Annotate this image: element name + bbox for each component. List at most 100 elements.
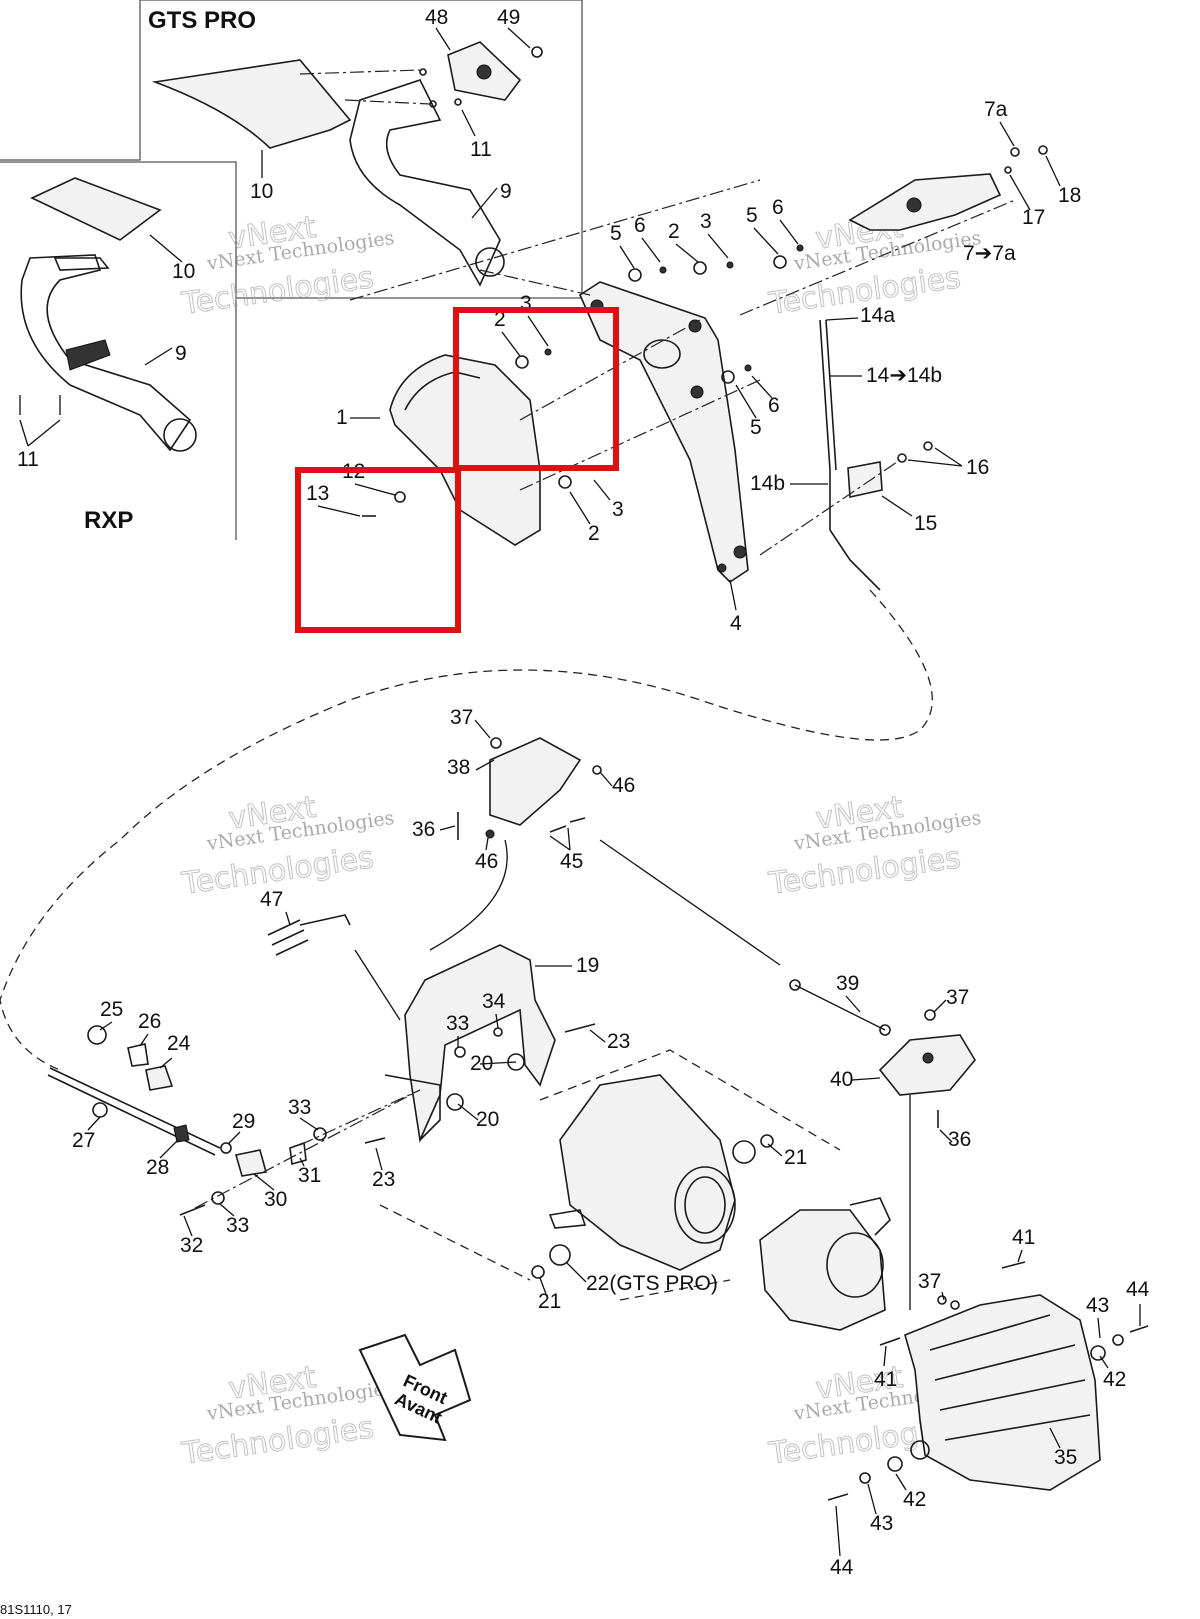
callout-14b: 14b <box>750 472 785 495</box>
callout-44: 44 <box>830 1556 854 1579</box>
part-28-cable <box>47 1067 221 1156</box>
part-9-gts-arm <box>349 79 501 287</box>
callout-2: 2 <box>668 220 680 243</box>
callout-37: 37 <box>450 706 473 729</box>
part-41-bolt <box>1001 1261 1026 1269</box>
callout-44: 44 <box>1126 1278 1150 1301</box>
part-19-reverse-gate <box>404 944 556 1143</box>
front-arrow-marker: Front Avant <box>358 1333 472 1442</box>
callout-39: 39 <box>836 972 859 995</box>
callout-7-to-7a: 7➔7a <box>963 242 1016 265</box>
callout-5: 5 <box>750 416 762 439</box>
callout-3: 3 <box>520 292 532 315</box>
middle-bracket <box>429 737 781 966</box>
callout-19: 19 <box>576 954 599 977</box>
callout-42: 42 <box>903 1488 926 1511</box>
callout-14a: 14a <box>860 304 895 327</box>
part-39-rod <box>794 984 886 1031</box>
callout-1: 1 <box>336 406 348 429</box>
part-4-support-plate <box>578 281 749 584</box>
part-44-bolt <box>1129 1325 1149 1333</box>
callout-37: 37 <box>918 1270 941 1293</box>
callout-29: 29 <box>232 1110 255 1133</box>
callout-35: 35 <box>1054 1446 1077 1469</box>
watermark: vNext Technologies Technologies vNext <box>179 1359 396 1472</box>
callout-2: 2 <box>588 522 600 545</box>
callout-23: 23 <box>607 1030 630 1053</box>
callout-27: 27 <box>72 1129 95 1152</box>
callout-25: 25 <box>100 998 123 1021</box>
callout-45: 45 <box>560 850 583 873</box>
watermark: vNext Technologies Technologies vNext <box>179 209 396 322</box>
callout-43: 43 <box>1086 1294 1109 1317</box>
callout-42: 42 <box>1103 1368 1126 1391</box>
part-14-cable <box>819 319 881 591</box>
part-31-spacer <box>289 1141 307 1166</box>
callout-16: 16 <box>966 456 989 479</box>
callout-18: 18 <box>1058 184 1081 207</box>
part-23-bolt <box>364 1137 386 1144</box>
callout-9: 9 <box>175 342 187 365</box>
part-32-bolt <box>179 1204 206 1216</box>
callout-10: 10 <box>172 260 195 283</box>
callout-5: 5 <box>610 222 622 245</box>
highlight-box-upper <box>453 307 619 471</box>
part-2-washer <box>558 475 572 489</box>
venturi <box>759 1209 886 1331</box>
part-37-nut <box>490 737 502 749</box>
callout-41: 41 <box>1012 1226 1035 1249</box>
callout-46: 46 <box>475 850 498 873</box>
callout-3: 3 <box>700 210 712 233</box>
part-30-joint <box>234 1149 268 1177</box>
callout-20: 20 <box>476 1108 499 1131</box>
callout-36: 36 <box>412 818 435 841</box>
watermark: vNext Technologies Technologies vNext <box>179 789 396 902</box>
part-1-cover <box>389 354 541 546</box>
callout-11: 11 <box>470 138 492 161</box>
rxp-parts <box>19 177 197 452</box>
part-29-nut <box>220 1142 232 1154</box>
rxp-title: RXP <box>84 507 133 534</box>
callout-33: 33 <box>226 1214 249 1237</box>
callout-2: 2 <box>494 308 506 331</box>
part-9-gts-pivot <box>475 247 505 277</box>
part-18-nut <box>1038 145 1048 155</box>
part-9-rxp-pivot <box>163 418 197 452</box>
part-40-bracket <box>878 1034 976 1096</box>
figure-code: 81S1110, 17 <box>0 1602 72 1617</box>
callout-5: 5 <box>746 204 758 227</box>
callout-17: 17 <box>1022 206 1045 229</box>
callout-34: 34 <box>482 990 506 1013</box>
callout-3: 3 <box>612 498 624 521</box>
part-49-screw <box>531 46 543 58</box>
part-24-bushing <box>145 1065 174 1091</box>
rxp-inset: RXP <box>0 161 237 540</box>
callout-40: 40 <box>830 1068 853 1091</box>
gts-pro-title: GTS PRO <box>148 7 256 34</box>
callout-4: 4 <box>730 612 742 635</box>
callout-10: 10 <box>250 180 273 203</box>
callout-49: 49 <box>497 6 520 29</box>
callout-33: 33 <box>288 1096 311 1119</box>
watermark: vNext Technologies Technologies vNext <box>766 789 983 902</box>
part-9-rxp-arm <box>20 254 192 452</box>
part-7-lever <box>848 173 1002 231</box>
part-44-bolt <box>827 1493 849 1501</box>
part-17-washer <box>1004 166 1012 174</box>
callout-23: 23 <box>372 1168 395 1191</box>
part-26-bushing <box>127 1043 149 1067</box>
callout-31: 31 <box>298 1164 321 1187</box>
cable-route <box>0 589 933 1071</box>
callout-22-gts-pro: 22(GTS PRO) <box>586 1272 718 1295</box>
callout-30: 30 <box>264 1188 287 1211</box>
callout-26: 26 <box>138 1010 161 1033</box>
callout-36: 36 <box>948 1128 971 1151</box>
gts-pro-inset: GTS PRO <box>0 0 583 299</box>
part-23-bolt <box>564 1023 596 1033</box>
part-10-rxp-pad <box>30 177 162 241</box>
callout-43: 43 <box>870 1512 893 1535</box>
callout-24: 24 <box>167 1032 191 1055</box>
callout-38: 38 <box>447 756 470 779</box>
callout-41: 41 <box>874 1368 897 1391</box>
